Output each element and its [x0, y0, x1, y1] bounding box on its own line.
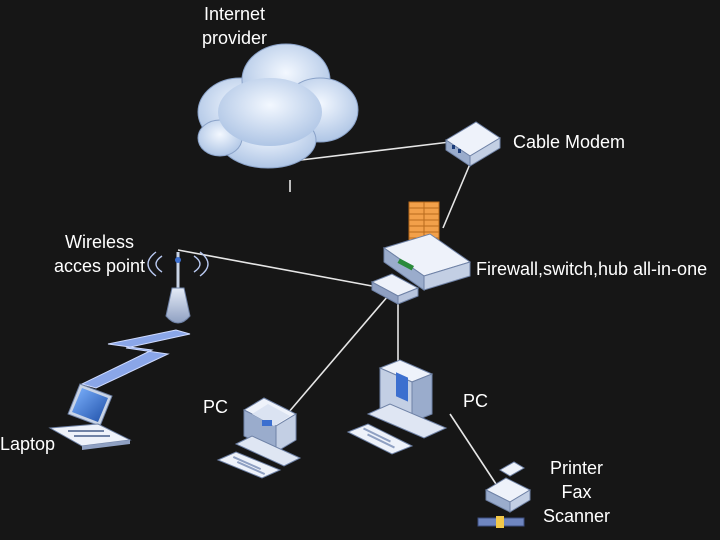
internet-provider-line2: provider: [202, 28, 268, 48]
wireless-link-icon: [80, 329, 191, 389]
pc-right-label: PC: [463, 391, 489, 411]
wireless-label-line2: acces point: [54, 256, 146, 276]
laptop-icon: [48, 383, 132, 450]
printer-fax-scanner-label: Printer Fax Scanner: [543, 456, 610, 528]
internet-provider-line1: Internet: [203, 4, 266, 24]
pc-right-icon: [346, 359, 448, 455]
cloud-icon: [197, 43, 359, 169]
printer-label-line2: Fax: [561, 482, 592, 502]
cable-modem-label: Cable Modem: [513, 132, 626, 152]
link-hub-pc-left: [281, 295, 389, 421]
connection-lines: [177, 141, 497, 485]
firewall-switch-hub-label: Firewall,switch,hub all-in-one: [476, 259, 708, 279]
link-modem-firewall: [442, 163, 471, 229]
link-ap-hub: [177, 249, 373, 287]
printer-label-line1: Printer: [550, 458, 604, 478]
printer-icon: [477, 461, 532, 528]
wireless-access-point-icon: [147, 251, 209, 324]
pc-left-icon: [216, 397, 302, 479]
hub-icon: [370, 273, 420, 305]
router-icon: [382, 233, 472, 291]
pc-left-label: PC: [203, 397, 229, 417]
wireless-access-point-label: Wireless acces point: [54, 230, 145, 278]
internet-provider-label: Internet provider: [202, 2, 267, 50]
cable-modem-icon: [445, 121, 501, 167]
link-pc-printer: [449, 413, 497, 485]
wireless-label-line1: Wireless: [65, 232, 135, 252]
printer-label-line3: Scanner: [543, 506, 611, 526]
laptop-label: Laptop: [0, 434, 56, 454]
